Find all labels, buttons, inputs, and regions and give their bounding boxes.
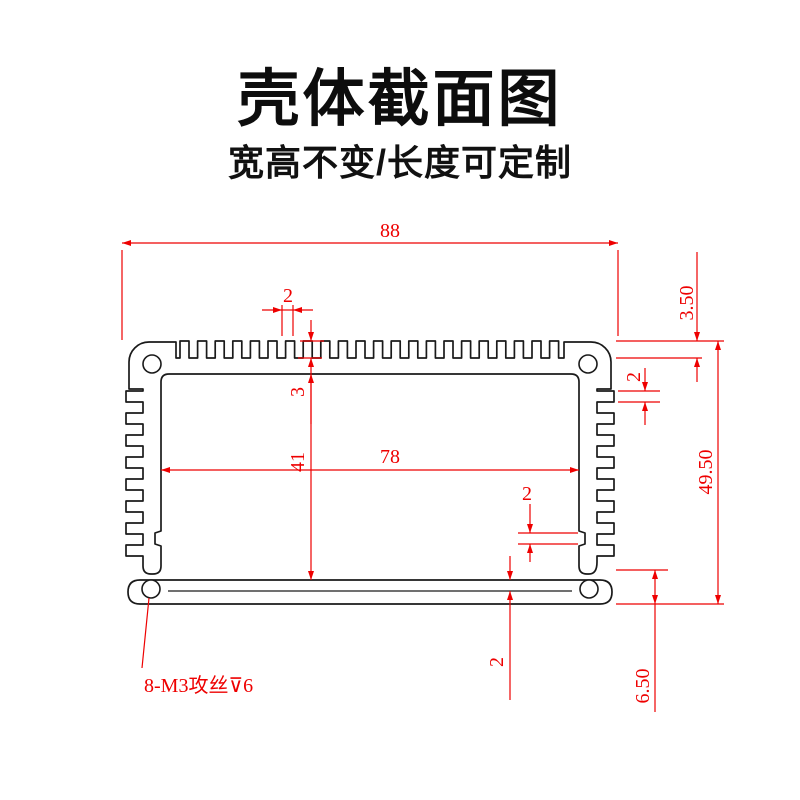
dim-plate-bottom-height: 6.50 bbox=[632, 669, 654, 704]
dim-inner-height: 41 bbox=[287, 452, 309, 472]
profile-outline-layer bbox=[125, 340, 615, 605]
dim-inner-width: 78 bbox=[380, 446, 400, 468]
page-subtitle: 宽高不变/长度可定制 bbox=[227, 142, 572, 183]
dim-top-cap-height: 3.50 bbox=[676, 286, 698, 321]
dim-overall-height: 49.50 bbox=[695, 450, 717, 495]
dim-side-fin-pitch: 2 bbox=[623, 372, 645, 382]
dim-overall-width: 88 bbox=[380, 220, 400, 242]
page-title: 壳体截面图 bbox=[237, 65, 563, 134]
dimension-lines-layer bbox=[121, 240, 724, 712]
tap-hole-note: 8-M3攻丝⊽6 bbox=[144, 674, 253, 697]
dim-fin-pitch-top: 2 bbox=[283, 285, 293, 307]
dim-bottom-slot: 2 bbox=[522, 483, 532, 505]
dim-fin-height: 3 bbox=[287, 387, 309, 397]
dim-plate-web: 2 bbox=[486, 657, 508, 667]
